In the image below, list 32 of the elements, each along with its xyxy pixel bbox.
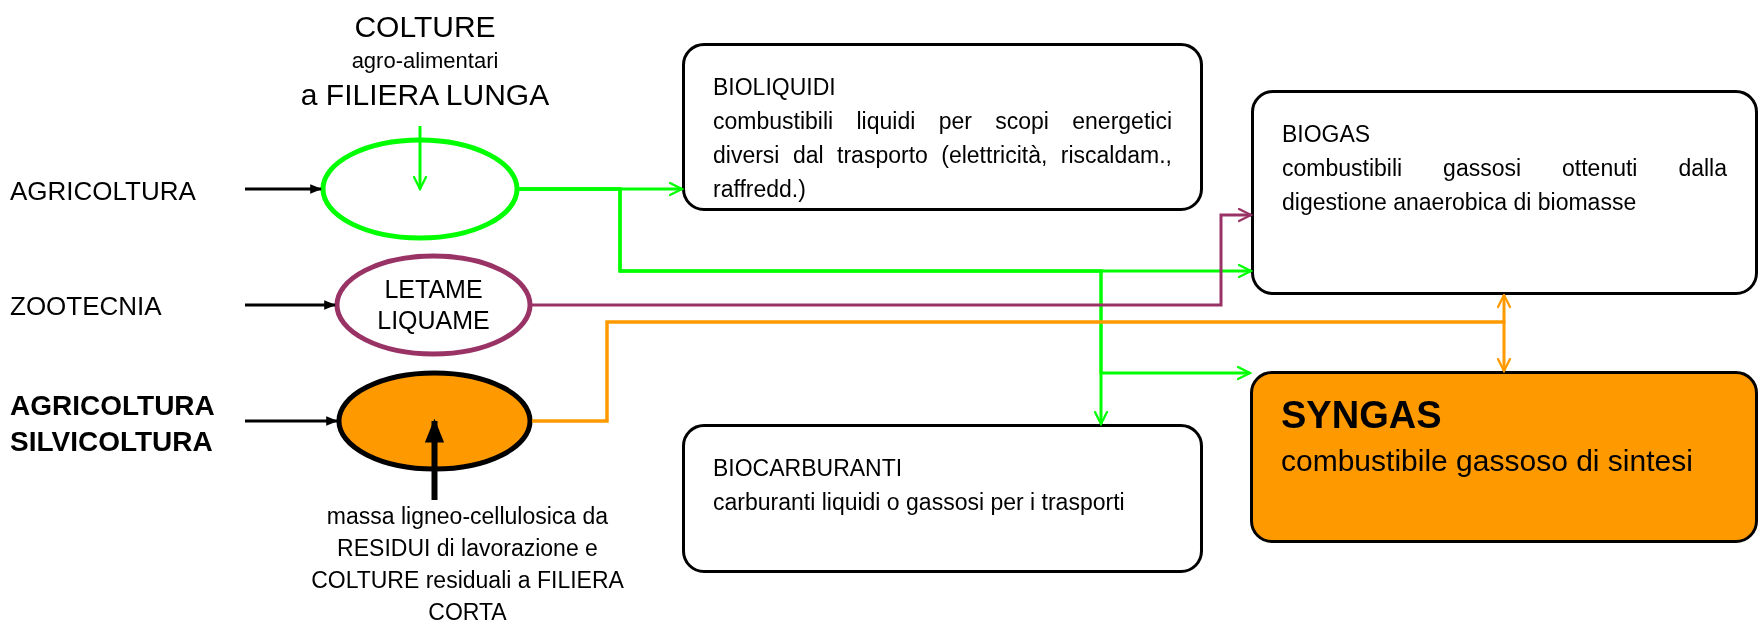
arrow bbox=[519, 187, 1252, 381]
box-description: carburanti liquidi o gassosi per i trasporti bbox=[713, 488, 1126, 517]
process-box bbox=[1250, 371, 1758, 543]
arrow bbox=[245, 416, 339, 426]
crop-ellipse bbox=[321, 138, 519, 240]
crop-label: a FILIERA LUNGA bbox=[300, 77, 550, 113]
manure-ellipse bbox=[335, 254, 532, 356]
arrow bbox=[245, 184, 323, 194]
box-description: combustibile gassoso di sintesi bbox=[1281, 443, 1694, 479]
source-label: AGRICOLTURA bbox=[10, 176, 248, 206]
box-title: BIOLIQUIDI bbox=[713, 73, 837, 102]
process-box bbox=[1251, 90, 1758, 295]
biomass-label: massa ligneo-cellulosica da RESIDUI di lavorazione e COLTURE residuali a FILIERA CORTA bbox=[300, 500, 635, 632]
arrow bbox=[516, 181, 684, 197]
box-title: BIOCARBURANTI bbox=[713, 454, 904, 483]
ellipse-label: LETAME LIQUAME bbox=[376, 274, 491, 336]
arrow bbox=[245, 300, 337, 310]
biomass-ellipse bbox=[337, 371, 532, 471]
arrow bbox=[412, 126, 428, 191]
process-box bbox=[682, 43, 1203, 211]
box-title: BIOGAS bbox=[1282, 120, 1372, 149]
source-label: ZOOTECNIA bbox=[10, 291, 248, 321]
process-box bbox=[682, 424, 1203, 573]
source-label: AGRICOLTURA SILVICOLTURA bbox=[10, 386, 248, 462]
arrow bbox=[532, 207, 1253, 307]
crop-label: COLTURE bbox=[354, 9, 496, 45]
arrow bbox=[532, 320, 1512, 423]
box-description: combustibili gassosi ottenuti dalla digestione anaerobica di biomasse bbox=[1282, 154, 1727, 217]
crop-label: agro-alimentari bbox=[351, 47, 499, 75]
box-title: SYNGAS bbox=[1281, 393, 1443, 438]
box-description: combustibili liquidi per scopi energetici diversi dal trasporto (elettricità, riscaldam., raffredd.) bbox=[713, 107, 1172, 204]
arrow bbox=[424, 418, 445, 500]
